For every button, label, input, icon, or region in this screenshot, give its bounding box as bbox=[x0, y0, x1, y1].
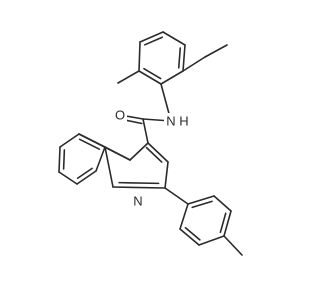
oxygen-label: O bbox=[115, 108, 125, 123]
bond-set bbox=[58, 31, 243, 256]
methyl-bond bbox=[223, 235, 243, 256]
amide-hydrogen-label: H bbox=[179, 114, 188, 129]
inner-double-bond bbox=[191, 200, 213, 209]
ring-bond bbox=[58, 146, 61, 173]
ring-bond bbox=[164, 161, 169, 189]
inner-double-bond bbox=[219, 212, 227, 234]
chemical-structure: O N H N bbox=[58, 31, 243, 256]
ring-bond bbox=[162, 31, 186, 46]
biaryl-bond bbox=[164, 187, 189, 205]
methyl-bond bbox=[117, 70, 140, 84]
ring-bond bbox=[198, 235, 225, 246]
inner-double-bond bbox=[62, 149, 66, 170]
inner-double-bond bbox=[143, 67, 162, 80]
atom-label-oxygen: O bbox=[113, 107, 127, 123]
ring-bond bbox=[104, 146, 114, 188]
ring-bond bbox=[76, 170, 97, 185]
amide-nitrogen-label: N bbox=[166, 114, 175, 129]
ring-bond bbox=[58, 171, 78, 185]
ring-bond bbox=[59, 133, 80, 148]
ring-bond bbox=[112, 186, 166, 189]
ring-bond bbox=[182, 44, 186, 72]
atom-label-amide-nh: N H bbox=[164, 113, 192, 129]
inner-double-bond bbox=[184, 226, 201, 241]
inner-double-bond bbox=[118, 181, 160, 185]
ring-nitrogen-label: N bbox=[133, 194, 142, 209]
ring-bond bbox=[160, 70, 184, 85]
ring-bond bbox=[139, 31, 164, 43]
ethyl-bond bbox=[204, 44, 228, 58]
ring-bond bbox=[187, 195, 215, 205]
ring-bond bbox=[138, 70, 162, 85]
ring-bond bbox=[147, 142, 169, 163]
amide-c-ring-bond bbox=[142, 118, 149, 144]
ring-bond bbox=[95, 146, 106, 172]
ethyl-bond bbox=[182, 56, 206, 72]
inner-double-bond bbox=[78, 138, 101, 150]
atom-label-ring-nitrogen: N bbox=[131, 193, 145, 209]
ring-bond bbox=[223, 210, 232, 237]
inner-double-bond bbox=[143, 36, 164, 46]
inner-double-bond bbox=[145, 146, 163, 163]
inner-double-bond bbox=[177, 47, 182, 69]
ring-bond bbox=[129, 142, 149, 161]
ring-bond bbox=[213, 195, 232, 212]
fused-ring-bond bbox=[78, 133, 131, 161]
ring-bond bbox=[179, 228, 200, 246]
inner-double-bond bbox=[76, 167, 93, 180]
ring-bond bbox=[179, 203, 189, 230]
ring-bond bbox=[138, 41, 141, 72]
